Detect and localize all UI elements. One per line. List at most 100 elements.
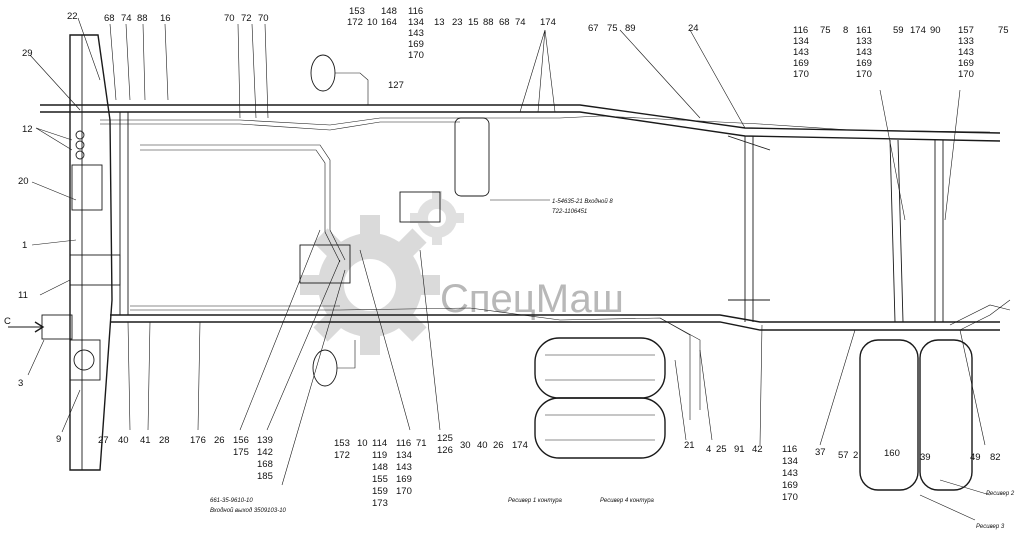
label-42: 42 (752, 444, 763, 455)
label-148b: 148 (372, 462, 388, 473)
label-59: 59 (893, 25, 904, 36)
label-3: 3 (18, 378, 23, 389)
label-169d: 169 (958, 58, 974, 69)
label-70: 70 (224, 13, 235, 24)
label-114: 114 (372, 438, 387, 449)
label-30: 30 (460, 440, 471, 451)
label-134d: 134 (782, 456, 798, 467)
caption-receiver-1: Ресивер 1 контура (508, 498, 563, 504)
label-27: 27 (98, 435, 109, 446)
labels-top: 22 68 74 88 16 70 72 70 153 172 10 148 1… (67, 6, 1009, 91)
brake-chambers (69, 54, 490, 387)
captions: 1-54635-21 Входной 8 Т22-1106451 661-35-… (210, 198, 1015, 530)
label-169c: 169 (856, 58, 872, 69)
label-15: 15 (468, 17, 479, 28)
label-174c: 174 (512, 440, 528, 451)
label-89: 89 (625, 23, 636, 34)
label-24: 24 (688, 23, 699, 34)
labels-bottom: 27 40 41 28 176 26 156 175 139 142 168 1… (98, 433, 1001, 509)
label-75c: 75 (998, 25, 1009, 36)
label-160: 160 (884, 448, 900, 459)
label-170e: 170 (396, 486, 412, 497)
label-116d: 116 (782, 444, 797, 455)
label-75b: 75 (820, 25, 831, 36)
label-40: 40 (118, 435, 129, 446)
label-169: 169 (408, 39, 424, 50)
label-170f: 170 (782, 492, 798, 503)
label-153: 153 (349, 6, 365, 17)
caption-valve-1: 1-54635-21 Входной 8 (552, 198, 613, 205)
label-10: 10 (367, 17, 378, 28)
label-157: 157 (958, 25, 974, 36)
label-74: 74 (121, 13, 132, 24)
label-41: 41 (140, 435, 151, 446)
label-68: 68 (104, 13, 115, 24)
label-170b: 170 (793, 69, 809, 80)
label-161: 161 (856, 25, 872, 36)
label-176: 176 (190, 435, 206, 446)
label-126: 126 (437, 445, 453, 456)
label-134b: 134 (793, 36, 809, 47)
label-143f: 143 (782, 468, 798, 479)
label-10b: 10 (357, 438, 368, 449)
label-88b: 88 (483, 17, 494, 28)
caption-receiver-2: Ресивер 2 (986, 491, 1015, 497)
label-49: 49 (970, 452, 981, 463)
watermark-text: СпецМаш (440, 277, 624, 321)
label-143c: 143 (856, 47, 872, 58)
label-37: 37 (815, 447, 826, 458)
label-125: 125 (437, 433, 453, 444)
label-72: 72 (241, 13, 252, 24)
label-185: 185 (257, 471, 273, 482)
label-119: 119 (372, 450, 387, 461)
label-173: 173 (372, 498, 388, 509)
label-2: 2 (853, 450, 858, 461)
label-25: 25 (716, 444, 727, 455)
label-22: 22 (67, 11, 78, 22)
label-174b: 174 (910, 25, 926, 36)
label-134: 134 (408, 17, 424, 28)
label-88: 88 (137, 13, 148, 24)
label-20: 20 (18, 176, 29, 187)
label-67: 67 (588, 23, 599, 34)
label-8: 8 (843, 25, 848, 36)
leader-lines (27, 17, 991, 521)
label-71: 71 (416, 438, 427, 449)
label-16: 16 (160, 13, 171, 24)
label-143d: 143 (958, 47, 974, 58)
label-142: 142 (257, 447, 273, 458)
label-153b: 153 (334, 438, 350, 449)
label-C: C (4, 316, 11, 327)
label-68b: 68 (499, 17, 510, 28)
label-139: 139 (257, 435, 273, 446)
label-91: 91 (734, 444, 745, 455)
label-175: 175 (233, 447, 249, 458)
front-structure (8, 34, 113, 471)
gear-logo-icon (300, 191, 464, 355)
label-170: 170 (408, 50, 424, 61)
label-143: 143 (408, 28, 424, 39)
label-155: 155 (372, 474, 388, 485)
caption-receiver-4: Ресивер 4 контура (600, 498, 655, 504)
label-21: 21 (684, 440, 695, 451)
caption-fitting-1: 661-35-9610-10 (210, 498, 253, 504)
label-164: 164 (381, 17, 397, 28)
label-1: 1 (22, 240, 27, 251)
label-116: 116 (408, 6, 423, 17)
label-23: 23 (452, 17, 463, 28)
label-26b: 26 (493, 440, 504, 451)
label-133b: 133 (958, 36, 974, 47)
label-170c: 170 (856, 69, 872, 80)
label-159: 159 (372, 486, 388, 497)
label-40b: 40 (477, 440, 488, 451)
label-75: 75 (607, 23, 618, 34)
label-134c: 134 (396, 450, 412, 461)
label-116c: 116 (396, 438, 411, 449)
label-4: 4 (706, 444, 711, 455)
label-127: 127 (388, 80, 404, 91)
receivers (534, 337, 973, 491)
label-133: 133 (856, 36, 872, 47)
label-12: 12 (22, 124, 33, 135)
caption-valve-2: Т22-1106451 (552, 209, 587, 215)
